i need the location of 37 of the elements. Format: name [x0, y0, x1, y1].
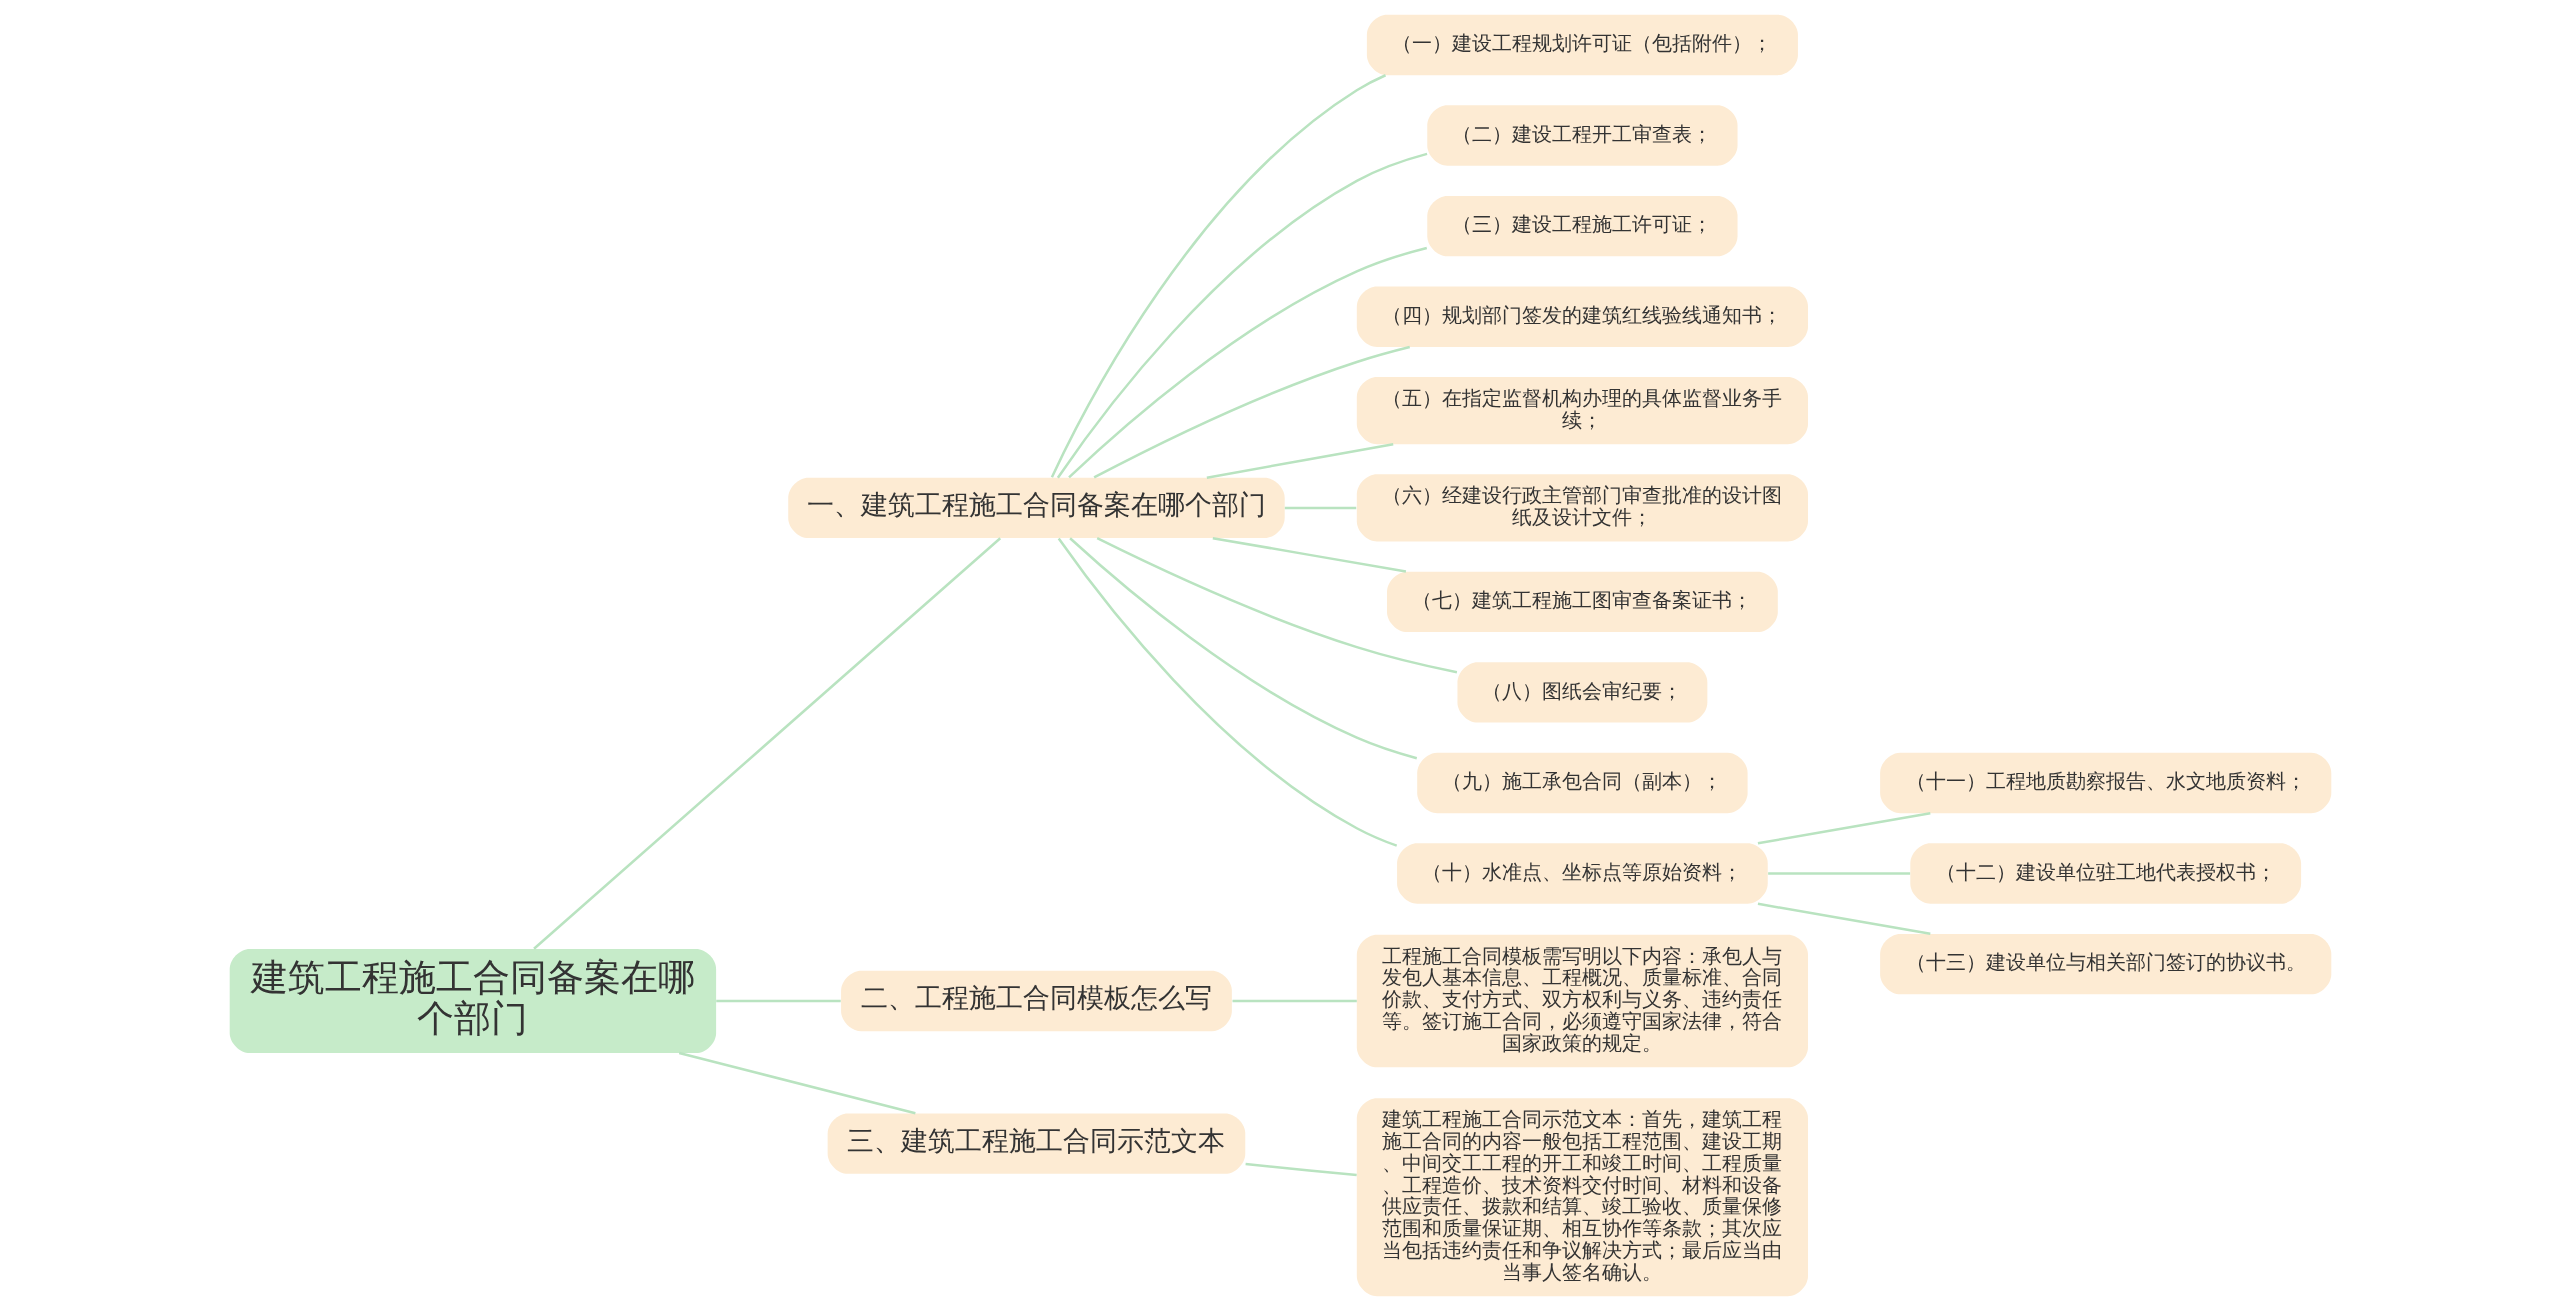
- connector: [1757, 902, 1931, 936]
- connector: [1212, 536, 1406, 573]
- connector: [1093, 345, 1410, 479]
- node-box: 三、建筑工程施工合同示范文本: [827, 1113, 1245, 1174]
- connector: [1757, 812, 1931, 845]
- node-box: （六）经建设行政主管部门审查批准的设计图纸及设计文件；: [1356, 474, 1808, 542]
- node-box: 建筑工程施工合同示范文本：首先，建筑工程施工合同的内容一般包括工程范围、建设工期、中间交工工程的开工和竣工时间、工程质量、工程造价、技术资料交付时间、材料和设备供应责任、拨款和结算、竣工验收、质量保修范围和质量保证期、相互协作等条款；其次应当包括违约责任和争议解决方式；最后应当由当事人签名确认。: [1356, 1098, 1808, 1297]
- node-box: 工程施工合同模板需写明以下内容：承包人与发包人基本信息、工程概况、质量标准、合同价款、支付方式、双方权利与义务、违约责任等。签订施工合同，必须遵守国家法律，符合国家政策的规定。: [1356, 934, 1808, 1068]
- node-box: 二、工程施工合同模板怎么写: [840, 970, 1232, 1032]
- node-box: （七）建筑工程施工图审查备案证书；: [1386, 571, 1778, 632]
- node-box: （十）水准点、坐标点等原始资料；: [1396, 843, 1768, 904]
- node-box: （十一）工程地质勘察报告、水文地质资料；: [1879, 752, 2331, 814]
- connector: [1284, 506, 1356, 510]
- node-box: （十二）建设单位驻工地代表授权书；: [1909, 843, 2301, 904]
- connector: [1096, 537, 1457, 674]
- connector: [1050, 74, 1386, 478]
- connector: [1244, 1162, 1357, 1177]
- node-box: 建筑工程施工合同备案在哪个部门: [229, 949, 716, 1053]
- connector: [532, 537, 1001, 950]
- node-box: （九）施工承包合同（副本）；: [1416, 752, 1748, 814]
- node-box: （十三）建设单位与相关部门签订的协议书。: [1879, 933, 2331, 995]
- connector: [1057, 537, 1397, 847]
- node-box: （一）建设工程规划许可证（包括附件）；: [1366, 14, 1798, 76]
- node-box: （二）建设工程开工审查表；: [1426, 105, 1738, 166]
- node-box: 一、建筑工程施工合同备案在哪个部门: [787, 477, 1285, 539]
- connector: [1067, 246, 1427, 479]
- connector: [715, 999, 841, 1003]
- connector: [1232, 999, 1357, 1003]
- node-box: （三）建设工程施工许可证；: [1426, 195, 1738, 257]
- connector: [1206, 443, 1393, 479]
- node-box: （八）图纸会审纪要；: [1456, 662, 1707, 723]
- node-box: （五）在指定监督机构办理的具体监督业务手续；: [1356, 377, 1808, 445]
- connector: [1767, 872, 1910, 875]
- connector: [678, 1051, 916, 1115]
- connector: [1068, 537, 1417, 760]
- connector: [1056, 152, 1427, 479]
- node-box: （四）规划部门签发的建筑红线验线通知书；: [1356, 286, 1808, 347]
